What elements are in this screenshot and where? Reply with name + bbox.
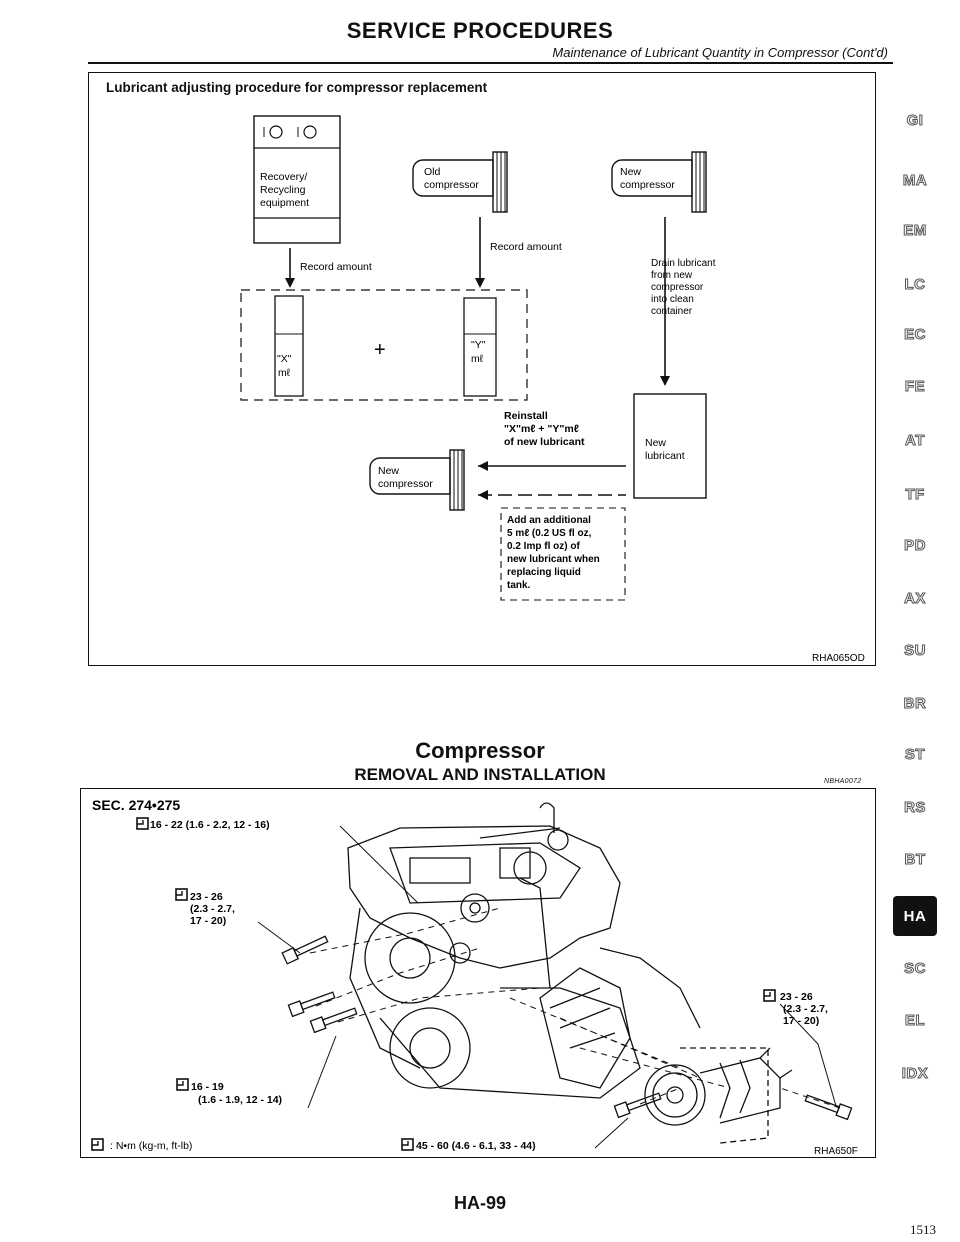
old-compressor-shape [412, 151, 508, 213]
new-lubricant-label-1: New [645, 437, 666, 449]
nav-bt[interactable]: BT [904, 851, 926, 869]
recovery-label-3: equipment [260, 197, 309, 209]
nav-ec[interactable]: EC [904, 326, 926, 344]
nav-su[interactable]: SU [904, 642, 926, 660]
nav-ma[interactable]: MA [902, 172, 928, 190]
new-compressor-bottom-label-2: compressor [378, 478, 433, 490]
torque-label-2a: 23 - 26 [190, 891, 223, 903]
torque-label-2c: 17 - 20) [190, 915, 226, 927]
procedure-figure-code: RHA065OD [812, 653, 865, 664]
nav-gi[interactable]: GI [906, 112, 924, 130]
torque-legend-icon [91, 1138, 104, 1151]
reinstall-1: Reinstall [504, 410, 548, 422]
new-compressor-bottom-label-1: New [378, 465, 399, 477]
nav-pd[interactable]: PD [904, 537, 926, 555]
nav-br[interactable]: BR [903, 695, 927, 713]
torque-label-4a: 23 - 26 [780, 991, 813, 1003]
x-unit: mℓ [278, 367, 291, 379]
recovery-label-1: Recovery/ [260, 171, 307, 183]
torque-icon-5 [401, 1138, 414, 1151]
drain-text-2: from new [651, 270, 693, 281]
nav-lc[interactable]: LC [904, 276, 926, 294]
plus-sign: + [374, 339, 386, 361]
nav-ax[interactable]: AX [904, 590, 926, 608]
nav-at[interactable]: AT [905, 432, 925, 450]
compressor-figure-frame [80, 788, 876, 1158]
torque-label-3a: 16 - 19 [191, 1081, 224, 1093]
new-compressor-bottom-shape [369, 449, 465, 511]
procedure-figure-frame [88, 72, 876, 666]
recovery-label-2: Recycling [260, 184, 306, 196]
drain-text-3: compressor [651, 282, 704, 293]
torque-icon-2 [175, 888, 188, 901]
old-compressor-label-1: Old [424, 166, 441, 178]
torque-label-4b: (2.3 - 2.7, [783, 1003, 828, 1015]
old-compressor-label-2: compressor [424, 179, 479, 191]
bolt-icons [281, 935, 853, 1121]
compressor-illustration [644, 1047, 793, 1144]
additional-3: 0.2 Imp fl oz) of [507, 541, 580, 552]
additional-4: new lubricant when [507, 554, 600, 565]
leader-lines [257, 825, 841, 1149]
sec-label: SEC. 274•275 [92, 797, 180, 813]
new-compressor-top-shape [611, 151, 707, 213]
torque-label-3b: (1.6 - 1.9, 12 - 14) [198, 1094, 282, 1106]
drain-text-1: Drain lubricant [651, 258, 716, 269]
container-y [463, 297, 497, 397]
page-title: SERVICE PROCEDURES [346, 18, 614, 43]
nav-fe[interactable]: FE [904, 378, 926, 396]
torque-label-2b: (2.3 - 2.7, [190, 903, 235, 915]
y-unit: mℓ [471, 353, 484, 365]
section-subtitle: REMOVAL AND INSTALLATION [354, 765, 606, 784]
page-label: HA-99 [453, 1193, 506, 1213]
new-lubricant-label-2: lubricant [645, 450, 685, 462]
nav-el[interactable]: EL [904, 1012, 926, 1030]
torque-label-5: 45 - 60 (4.6 - 6.1, 33 - 44) [416, 1140, 536, 1152]
nav-em[interactable]: EM [903, 222, 927, 240]
additional-5: replacing liquid [507, 567, 581, 578]
section-title: Compressor [415, 738, 545, 763]
procedure-heading: Lubricant adjusting procedure for compre… [106, 80, 488, 95]
new-compressor-top-label-2: compressor [620, 179, 675, 191]
additional-6: tank. [507, 580, 531, 591]
engine-illustration [347, 802, 701, 1099]
torque-legend: : N•m (kg-m, ft-lb) [110, 1140, 192, 1152]
torque-icon-1 [136, 817, 149, 830]
reinstall-3: of new lubricant [504, 436, 585, 448]
additional-1: Add an additional [507, 515, 591, 526]
nav-st[interactable]: ST [904, 746, 926, 764]
nav-tf[interactable]: TF [905, 486, 925, 504]
additional-2: 5 mℓ (0.2 US fl oz, [507, 528, 592, 539]
record-amount-left: Record amount [300, 261, 372, 273]
reinstall-2: "X"mℓ + "Y"mℓ [504, 423, 579, 435]
reference-code: NBHA0072 [824, 778, 862, 785]
y-label: "Y" [471, 339, 486, 351]
container-x [274, 295, 304, 397]
x-label: "X" [277, 353, 292, 365]
new-compressor-top-label-1: New [620, 166, 641, 178]
torque-label-4c: 17 - 20) [783, 1015, 819, 1027]
drain-text-5: container [651, 306, 693, 317]
nav-sc[interactable]: SC [904, 960, 926, 978]
compressor-installation-diagram: SEC. 274•275 16 - 22 (1.6 - 2.2, 12 - 16… [91, 797, 858, 1157]
drain-text-4: into clean [651, 294, 694, 305]
new-lubricant-container [633, 393, 707, 499]
lubricant-procedure-diagram: Recovery/ Recycling equipment Old compre… [240, 115, 865, 664]
nav-idx[interactable]: IDX [901, 1065, 929, 1083]
recovery-equipment-box [253, 115, 341, 244]
nav-rs[interactable]: RS [904, 799, 926, 817]
record-amount-right: Record amount [490, 241, 562, 253]
torque-icon-4 [763, 989, 776, 1002]
compressor-figure-code: RHA650F [814, 1146, 858, 1157]
nav-ha-active[interactable]: HA [893, 896, 937, 936]
page-subtitle: Maintenance of Lubricant Quantity in Com… [552, 45, 888, 60]
header-rule [88, 62, 893, 64]
page-number: 1513 [910, 1222, 936, 1237]
torque-label-1: 16 - 22 (1.6 - 2.2, 12 - 16) [150, 819, 270, 831]
torque-icon-3 [176, 1078, 189, 1091]
